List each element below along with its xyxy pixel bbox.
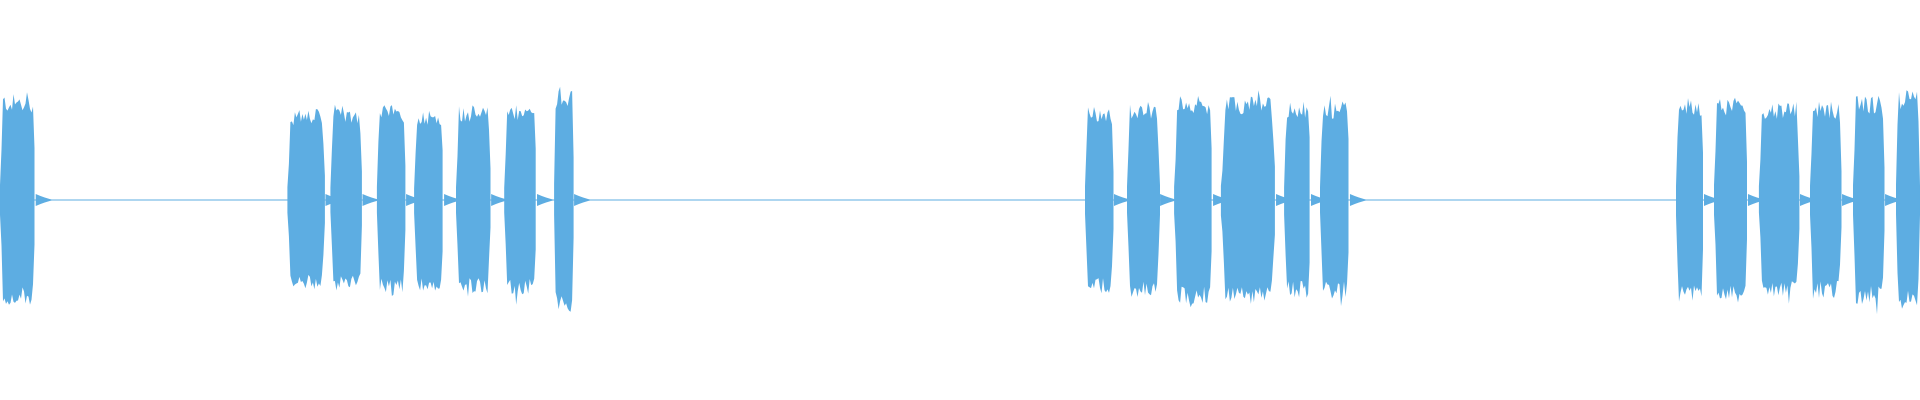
waveform-tail-7: [537, 194, 556, 206]
waveform-burst-1: [0, 92, 35, 305]
waveform-burst-10: [1127, 102, 1160, 297]
waveform-tail-6: [491, 194, 510, 206]
waveform-burst-2: [287, 109, 325, 290]
waveform-burst-17: [1758, 101, 1800, 304]
waveform-tail-16: [1747, 194, 1766, 206]
waveform-burst-14: [1320, 95, 1349, 307]
waveform-burst-9: [1085, 107, 1114, 294]
waveform-bursts: [0, 86, 1920, 315]
waveform-tail-17: [1800, 194, 1818, 206]
waveform-burst-13: [1284, 101, 1310, 298]
waveform-tail-18: [1842, 194, 1861, 206]
waveform-burst-8: [554, 86, 574, 312]
waveform-burst-18: [1810, 101, 1842, 299]
waveform-tail-15: [1704, 194, 1722, 206]
waveform-burst-12: [1220, 90, 1275, 304]
waveform-burst-11: [1174, 96, 1212, 308]
waveform-tail-5: [444, 194, 463, 206]
waveform-burst-7: [504, 105, 536, 305]
waveform-burst-19: [1853, 95, 1885, 315]
waveform-tail-19: [1885, 194, 1904, 206]
waveform-tail-9: [1113, 194, 1132, 206]
waveform-tail-13: [1310, 194, 1329, 206]
waveform-tail-8: [574, 194, 593, 206]
waveform-tail-1: [35, 194, 54, 206]
waveform-burst-5: [414, 110, 443, 291]
waveform-burst-16: [1714, 97, 1747, 303]
waveform-burst-15: [1676, 98, 1703, 302]
waveform-tail-3: [362, 194, 381, 206]
waveform-burst-20: [1896, 90, 1920, 309]
waveform-tail-10: [1160, 194, 1179, 206]
waveform-tail-14: [1349, 194, 1368, 206]
waveform-burst-3: [330, 104, 362, 291]
waveform-burst-6: [456, 105, 491, 297]
waveform-burst-4: [376, 105, 406, 296]
